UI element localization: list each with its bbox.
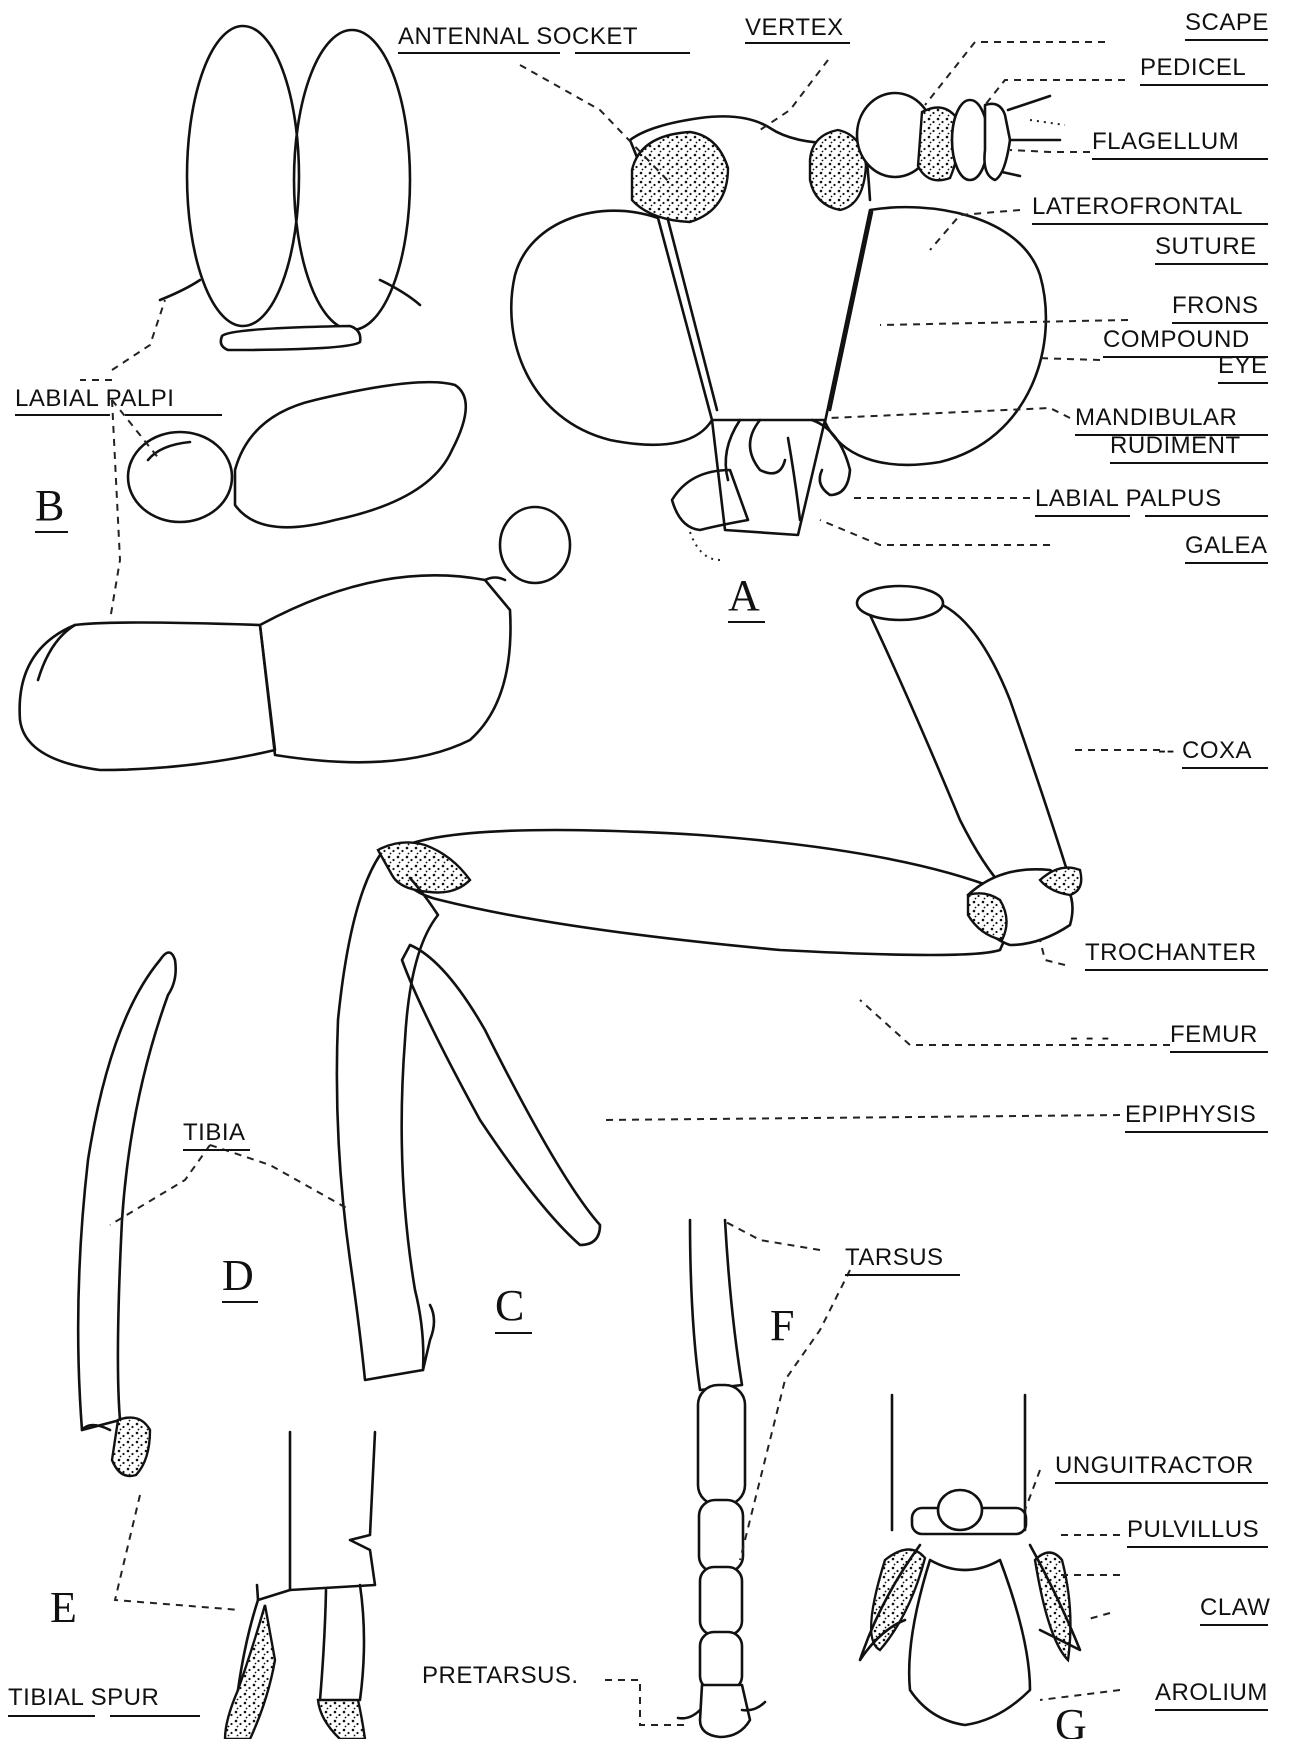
label-tibial-spur: TIBIAL SPUR xyxy=(8,1684,159,1711)
label-tarsus: TARSUS xyxy=(845,1244,944,1271)
figure-letter-g: G xyxy=(1055,1700,1087,1739)
figure-g-pretarsus xyxy=(860,1395,1080,1725)
figure-letters: A B C D E F G xyxy=(35,481,1087,1739)
label-vertex: VERTEX xyxy=(745,14,844,41)
figure-letter-e: E xyxy=(50,1583,77,1632)
label-unguitractor: UNGUITRACTOR xyxy=(1055,1452,1254,1479)
label-pulvillus: PULVILLUS xyxy=(1127,1516,1259,1543)
label-labial-palpi: LABIAL PALPI xyxy=(15,385,174,412)
label-scape: SCAPE xyxy=(1185,9,1269,36)
figure-letter-c: C xyxy=(495,1281,524,1330)
label-arolium: AROLIUM xyxy=(1155,1679,1268,1706)
label-femur: FEMUR xyxy=(1170,1021,1258,1048)
label-suture: SUTURE xyxy=(1155,233,1257,260)
label-mandibular: MANDIBULAR xyxy=(1075,404,1237,431)
label-pedicel: PEDICEL xyxy=(1140,54,1246,81)
label-laterofrontal: LATEROFRONTAL xyxy=(1032,193,1243,220)
label-flagellum: FLAGELLUM xyxy=(1092,128,1239,155)
label-rudiment: RUDIMENT xyxy=(1110,432,1241,459)
figure-letter-a: A xyxy=(728,571,760,620)
figure-a-head xyxy=(511,93,1060,535)
figure-letter-b: B xyxy=(35,481,64,530)
label-coxa: COXA xyxy=(1182,737,1252,764)
label-labial-palpus: LABIAL PALPUS xyxy=(1035,485,1222,512)
figure-c-leg xyxy=(337,586,1081,1380)
figure-letter-d: D xyxy=(222,1251,254,1300)
label-compound: COMPOUND xyxy=(1103,326,1250,353)
label-coxa-lead: -- xyxy=(1158,737,1175,764)
label-claw: CLAW xyxy=(1200,1594,1270,1621)
figure-f-tarsus xyxy=(678,1220,765,1737)
label-antennal-socket: ANTENNAL SOCKET xyxy=(398,23,638,50)
figure-letter-f: F xyxy=(770,1301,794,1350)
figure-d-tibia xyxy=(225,1432,375,1739)
label-tibia: TIBIA xyxy=(183,1119,246,1146)
label-femur-lead: - - - xyxy=(1070,1024,1110,1051)
label-frons: FRONS xyxy=(1172,292,1259,319)
label-eye: EYE xyxy=(1218,352,1268,379)
label-epiphysis: EPIPHYSIS xyxy=(1125,1101,1256,1128)
label-pretarsus: PRETARSUS. xyxy=(422,1662,579,1689)
label-trochanter: TROCHANTER xyxy=(1085,939,1257,966)
label-galea: GALEA xyxy=(1185,532,1268,559)
